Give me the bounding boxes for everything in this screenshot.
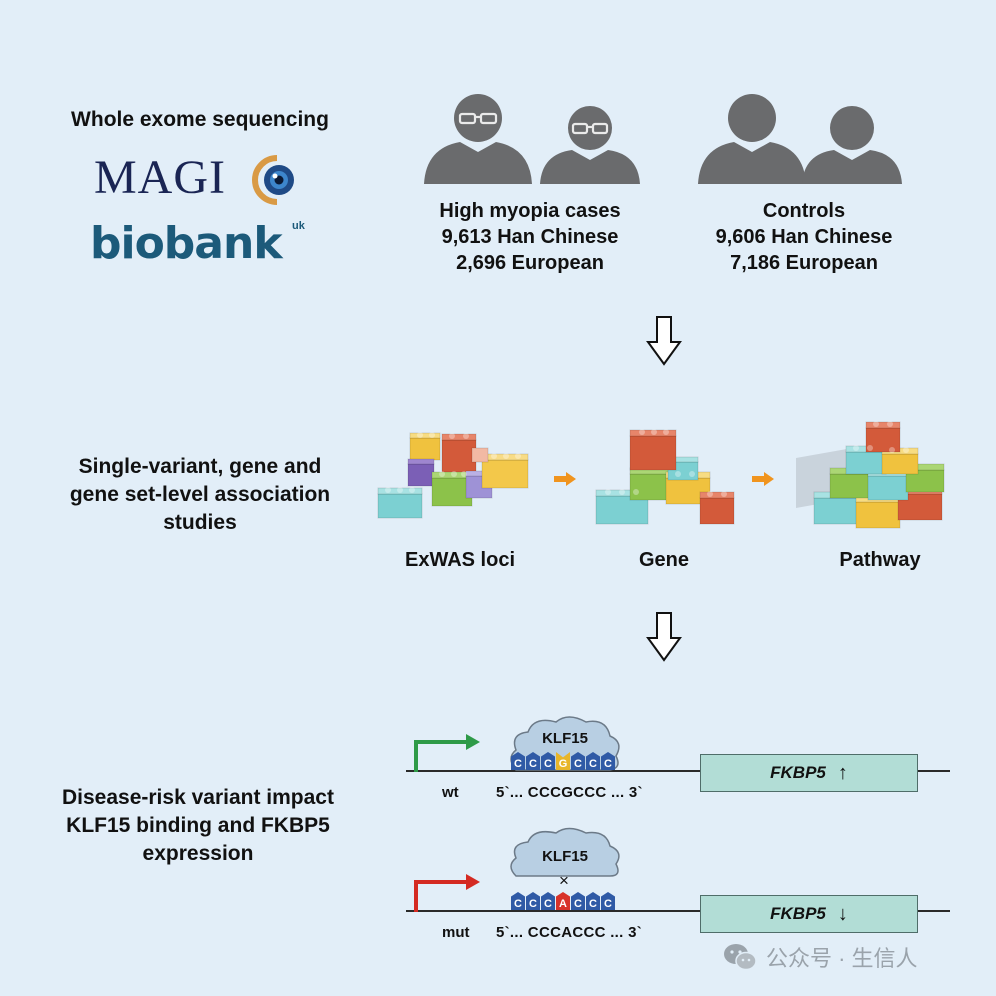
mut-sequence: 5`... CCCACCC ... 3` — [496, 924, 643, 941]
mut-dna-line — [406, 910, 950, 912]
gene-bricks-icon — [595, 429, 735, 525]
stage-arrow-2 — [752, 472, 774, 486]
wt-promoter-arrow-icon — [414, 734, 480, 772]
exwas-bricks-icon — [377, 432, 529, 519]
cases-han: 9,613 Han Chinese — [441, 226, 619, 248]
mut-base: C — [571, 892, 585, 910]
mut-expression-down-icon: ↓ — [837, 902, 848, 925]
wt-base-variant: G — [556, 752, 570, 770]
mut-base: C — [511, 892, 525, 910]
pathway-bricks-icon — [796, 421, 945, 529]
stage-label-pathway: Pathway — [839, 549, 921, 571]
controls-han: 9,606 Han Chinese — [715, 226, 893, 248]
controls-title: Controls — [762, 200, 846, 222]
biobank-logo: biobank uk — [90, 218, 320, 269]
wt-base: C — [586, 752, 600, 770]
mut-base: C — [586, 892, 600, 910]
step2-label-line2: gene set-level association — [69, 483, 331, 506]
cases-people-icon — [424, 94, 640, 184]
cases-title: High myopia cases — [439, 200, 621, 222]
mut-base-row: C C C A C C C — [511, 892, 615, 910]
mut-tag: mut — [442, 924, 470, 941]
biobank-logo-text: biobank — [90, 218, 283, 269]
wt-expression-up-icon: ↑ — [837, 761, 848, 784]
mut-klf15-cloud — [510, 827, 620, 877]
down-arrow-1 — [646, 316, 682, 366]
magic-logo: MAGI — [94, 150, 314, 210]
mut-base: C — [541, 892, 555, 910]
mut-base: C — [526, 892, 540, 910]
wt-base: C — [541, 752, 555, 770]
step3-label: Disease-risk variant impact KLF15 bindin… — [38, 784, 358, 868]
binding-blocked-icon: × — [559, 871, 569, 890]
magic-logo-text: MAGI — [94, 151, 226, 204]
wt-base: C — [526, 752, 540, 770]
stage-arrow-1 — [554, 472, 576, 486]
mut-klf15-label: KLF15 — [542, 848, 588, 865]
controls-people-icon — [698, 94, 902, 184]
wt-gene-box: FKBP5 ↑ — [700, 754, 918, 792]
watermark-text: 公众号 · 生信人 — [766, 946, 918, 971]
controls-info: Controls 9,606 Han Chinese 7,186 Europea… — [674, 198, 934, 276]
stage-label-exwas: ExWAS loci — [404, 549, 516, 571]
wt-base: C — [511, 752, 525, 770]
wechat-icon — [724, 944, 757, 971]
wt-base-row: C C C G C C C — [511, 752, 615, 770]
cases-info: High myopia cases 9,613 Han Chinese 2,69… — [400, 198, 660, 276]
watermark: 公众号 · 生信人 — [722, 942, 918, 972]
wt-base: C — [601, 752, 615, 770]
step3-label-line1: Disease-risk variant impact — [62, 786, 334, 809]
wt-dna-line — [406, 770, 950, 772]
step2-label-line1: Single-variant, gene and — [78, 455, 322, 478]
eye-icon — [252, 155, 294, 205]
mut-gene-name: FKBP5 — [770, 904, 826, 923]
biobank-uk-text: uk — [292, 220, 305, 232]
step3-label-line2: KLF15 binding and FKBP5 — [66, 814, 330, 837]
step2-label: Single-variant, gene and gene set-level … — [40, 453, 360, 537]
mut-promoter-arrow-icon — [414, 874, 480, 912]
step2-label-line3: studies — [163, 511, 237, 534]
down-arrow-2 — [646, 612, 682, 662]
stage-label-gene: Gene — [638, 549, 690, 571]
mut-base-variant: A — [556, 892, 570, 910]
cases-european: 2,696 European — [456, 252, 604, 274]
mut-gene-box: FKBP5 ↓ — [700, 895, 918, 933]
wt-gene-name: FKBP5 — [770, 763, 826, 782]
mut-base: C — [601, 892, 615, 910]
wt-klf15-label: KLF15 — [542, 730, 588, 747]
wt-base: C — [571, 752, 585, 770]
step3-label-line3: expression — [142, 842, 254, 865]
wt-tag: wt — [442, 784, 459, 801]
step1-label: Whole exome sequencing — [71, 108, 329, 131]
controls-european: 7,186 European — [730, 252, 878, 274]
wt-sequence: 5`... CCCGCCC ... 3` — [496, 784, 643, 801]
